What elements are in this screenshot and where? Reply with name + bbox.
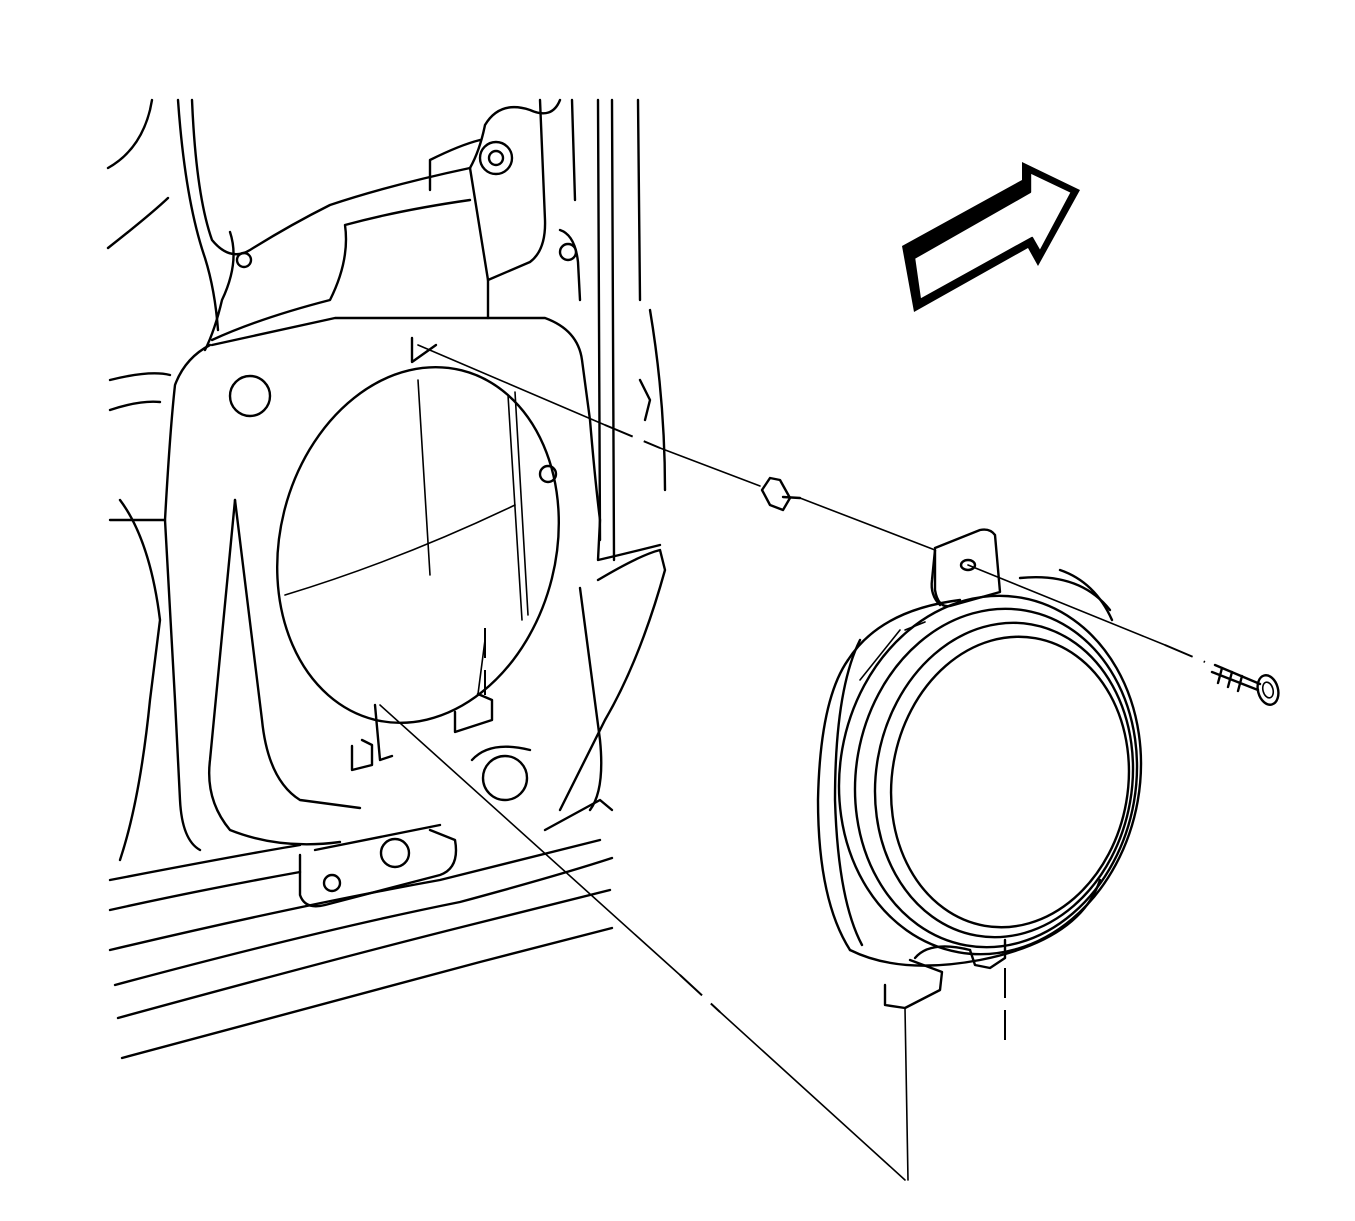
screw [1210,663,1280,706]
speaker-bracket-top [930,528,1002,608]
assembly-lines [379,344,1206,1181]
retainer-clip [760,476,802,512]
forward-arrow-icon [902,162,1080,312]
door-inner-panel [106,98,667,1060]
speaker [816,568,1143,967]
speaker-bracket-bottom [883,938,1007,1010]
